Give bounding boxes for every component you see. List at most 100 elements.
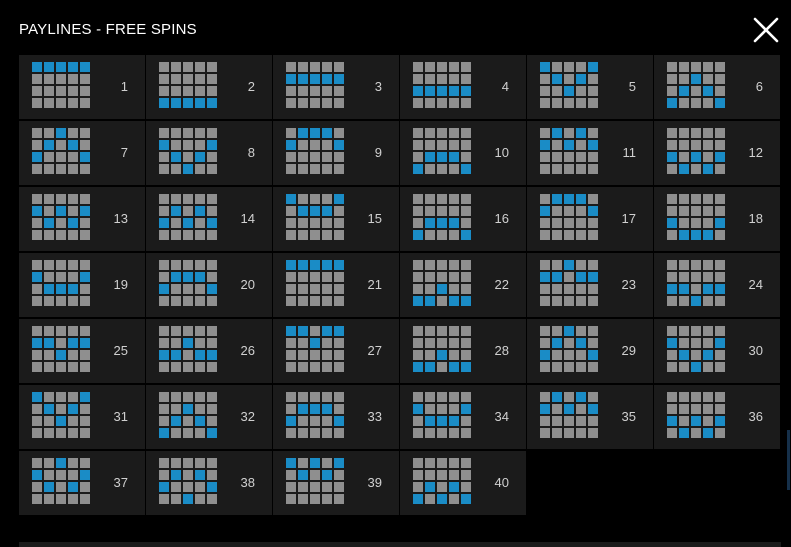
payline-square — [667, 62, 677, 72]
payline-square — [413, 392, 423, 402]
payline-square — [183, 428, 193, 438]
payline-square-active — [322, 326, 332, 336]
payline-square-active — [667, 98, 677, 108]
payline-square — [56, 494, 66, 504]
payline-square — [310, 272, 320, 282]
payline-square-active — [32, 152, 42, 162]
payline-square — [310, 62, 320, 72]
payline-square — [667, 164, 677, 174]
payline-square — [159, 74, 169, 84]
payline-square — [564, 62, 574, 72]
payline-cell: 37 — [19, 451, 145, 515]
payline-square-active — [540, 350, 550, 360]
payline-square-active — [564, 260, 574, 270]
payline-square — [207, 338, 217, 348]
payline-square — [32, 260, 42, 270]
payline-square-active — [449, 86, 459, 96]
payline-square — [44, 296, 54, 306]
payline-number: 31 — [113, 409, 128, 424]
payline-number: 4 — [501, 79, 509, 94]
payline-square — [286, 128, 296, 138]
payline-square — [207, 272, 217, 282]
payline-square — [449, 392, 459, 402]
payline-square — [334, 206, 344, 216]
payline-square — [80, 458, 90, 468]
close-button[interactable] — [752, 16, 780, 44]
payline-square — [44, 230, 54, 240]
payline-square-active — [449, 362, 459, 372]
payline-pattern — [667, 62, 725, 108]
payline-square — [576, 98, 586, 108]
payline-square — [322, 428, 332, 438]
payline-square-active — [334, 74, 344, 84]
payline-square — [461, 98, 471, 108]
scrollbar[interactable] — [787, 430, 790, 490]
payline-square — [298, 296, 308, 306]
payline-square — [449, 458, 459, 468]
payline-pattern — [667, 128, 725, 174]
payline-square — [32, 404, 42, 414]
payline-square — [322, 62, 332, 72]
payline-square — [171, 230, 181, 240]
payline-square — [679, 392, 689, 402]
payline-pattern — [286, 128, 344, 174]
payline-square — [437, 194, 447, 204]
payline-square — [207, 74, 217, 84]
payline-square-active — [425, 482, 435, 492]
payline-square — [159, 338, 169, 348]
payline-square — [425, 140, 435, 150]
payline-square — [564, 416, 574, 426]
payline-square-active — [334, 326, 344, 336]
payline-square — [667, 86, 677, 96]
payline-square-active — [437, 350, 447, 360]
payline-square-active — [413, 494, 423, 504]
payline-square — [183, 230, 193, 240]
payline-square-active — [461, 164, 471, 174]
payline-square-active — [679, 230, 689, 240]
payline-square — [159, 272, 169, 282]
payline-square — [195, 362, 205, 372]
payline-square — [183, 296, 193, 306]
payline-square-active — [32, 470, 42, 480]
payline-square — [286, 350, 296, 360]
payline-square — [286, 482, 296, 492]
payline-square — [413, 338, 423, 348]
payline-square — [576, 230, 586, 240]
payline-square — [322, 416, 332, 426]
payline-square — [703, 206, 713, 216]
payline-square — [183, 86, 193, 96]
payline-number: 28 — [494, 343, 509, 358]
payline-square — [44, 206, 54, 216]
payline-square — [552, 230, 562, 240]
payline-square-active — [425, 152, 435, 162]
payline-square — [703, 272, 713, 282]
payline-square-active — [207, 140, 217, 150]
payline-square — [576, 284, 586, 294]
payline-square — [413, 194, 423, 204]
payline-square — [310, 470, 320, 480]
payline-square — [183, 416, 193, 426]
payline-square — [32, 362, 42, 372]
payline-square — [298, 428, 308, 438]
payline-square — [691, 272, 701, 282]
payline-square — [159, 458, 169, 468]
payline-cell: 22 — [400, 253, 526, 317]
payline-square-active — [425, 218, 435, 228]
payline-square-active — [425, 296, 435, 306]
payline-square — [32, 128, 42, 138]
payline-square — [80, 128, 90, 138]
payline-square-active — [68, 482, 78, 492]
payline-square — [80, 260, 90, 270]
payline-square — [691, 164, 701, 174]
payline-square — [334, 152, 344, 162]
payline-square — [159, 128, 169, 138]
payline-square — [183, 458, 193, 468]
payline-square-active — [667, 416, 677, 426]
payline-square — [286, 338, 296, 348]
payline-square — [171, 218, 181, 228]
payline-square — [286, 152, 296, 162]
payline-square — [588, 284, 598, 294]
payline-square — [286, 62, 296, 72]
payline-square — [322, 218, 332, 228]
